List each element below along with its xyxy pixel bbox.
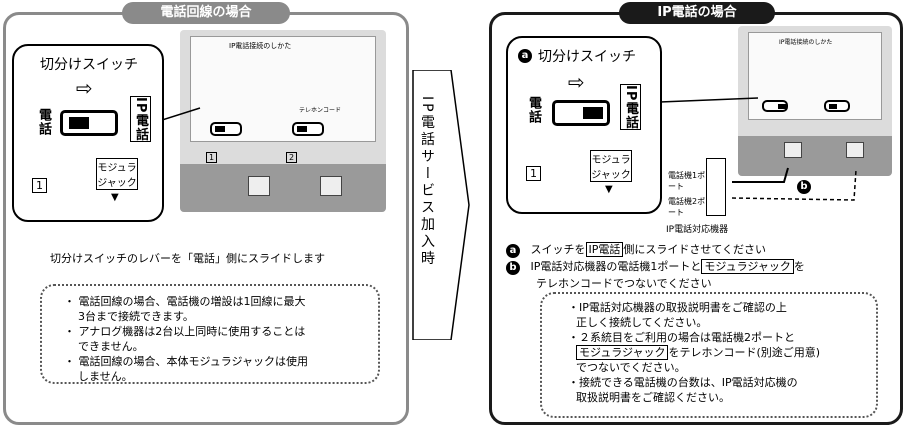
number-box: 1 (526, 166, 541, 181)
device-switch-1 (762, 100, 788, 112)
right-device-illustration: IP電話接続のしかた (738, 26, 892, 176)
ip-device-caption: IP電話対応機器 (666, 225, 729, 235)
right-arrow-icon: ⇨ (76, 76, 93, 100)
down-arrow-icon: ▼ (605, 184, 613, 195)
marker-b: b (506, 261, 520, 275)
right-panel-title: IP電話の場合 (619, 2, 775, 24)
right-arrow-icon: ⇨ (568, 70, 585, 94)
device-base (738, 136, 892, 176)
switch-lever (60, 110, 118, 136)
marker-b: b (797, 180, 811, 194)
port2-label: 電話機2ポート (668, 197, 706, 217)
device-jack-2 (846, 142, 864, 158)
left-note-line: ・ 電話回線の場合、本体モジュラジャックは使用 (64, 355, 308, 368)
right-note-suffix: をテレホンコード(別途ご用意) (668, 346, 821, 359)
label-phone: 電話 (36, 108, 51, 136)
device-switch-2 (824, 100, 850, 112)
device-panel-header: IP電話接続のしかた (779, 39, 833, 46)
right-note-line: ・２系統目をご利用の場合は電話機2ポートと (568, 331, 795, 344)
label-ip-phone: IP電話 (620, 84, 641, 131)
step-b-line1: b IP電話対応機器の電話機1ポートとモジュラジャックを (506, 258, 805, 275)
callout-pointer (162, 107, 201, 121)
modular-jack-label: モジュラジャック (590, 150, 632, 182)
right-note-line: 正しく接続してください。 (576, 316, 708, 329)
step-a-prefix: スイッチを (530, 243, 586, 256)
device-number-1: 1 (206, 152, 218, 163)
device-jack-1 (784, 142, 802, 158)
device-switch-1 (210, 122, 242, 136)
down-arrow-icon: ▼ (111, 192, 119, 203)
device-base (180, 164, 386, 212)
switch-lever (552, 100, 610, 126)
left-switch-callout: 切分けスイッチ ⇨ 電話 IP電話 モジュラジャック ▼ 1 (12, 44, 164, 222)
label-ip-phone: IP電話 (130, 96, 151, 143)
left-note-line: ・ 電話回線の場合、電話機の増設は1回線に最大 (64, 295, 306, 308)
transition-arrow-text: IP電話サービス加入時 (419, 96, 435, 268)
left-note-line: 3台まで接続できます。 (78, 310, 194, 323)
left-note-line: ・ アナログ機器は2台以上同時に使用することは (64, 325, 306, 338)
step-b-line2: テレホンコードでつないでください (536, 277, 712, 290)
right-note-line: 取扱説明書をご確認ください。 (576, 391, 730, 404)
left-panel-title: 電話回線の場合 (122, 2, 290, 24)
right-switch-callout: a 切分けスイッチ ⇨ 電話 IP電話 モジュラジャック ▼ 1 (506, 36, 662, 214)
right-notes: ・IP電話対応機器の取扱説明書をご確認の上 正しく接続してください。 ・２系統目… (540, 292, 878, 418)
right-note-line: でつないでください。 (576, 361, 686, 374)
step-a-boxed: IP電話 (585, 242, 624, 257)
left-note-line: しません。 (78, 370, 133, 383)
right-note-line: ・接続できる電話機の台数は、IP電話対応機の (568, 376, 798, 389)
ip-device-icon (706, 158, 726, 216)
right-note-line: ・IP電話対応機器の取扱説明書をご確認の上 (568, 301, 787, 314)
step-b-prefix: IP電話対応機器の電話機1ポートと (530, 260, 702, 273)
telephone-cord (731, 167, 857, 201)
switch-callout-title: 切分けスイッチ (538, 49, 636, 65)
device-jack-2 (320, 176, 342, 196)
device-switch-2 (292, 122, 324, 136)
device-panel-header: IP電話接続のしかた (229, 42, 292, 50)
switch-callout-title: 切分けスイッチ (40, 57, 138, 73)
left-instruction: 切分けスイッチのレバーを「電話」側にスライドします (50, 252, 325, 265)
port1-label: 電話機1ポート (668, 171, 706, 191)
transition-arrow (412, 70, 470, 340)
step-b-boxed: モジュラジャック (701, 259, 794, 274)
number-box: 1 (32, 178, 47, 193)
left-note-line: できません。 (78, 340, 144, 353)
device-number-2: 2 (286, 152, 298, 163)
callout-pointer (660, 97, 759, 103)
marker-a: a (518, 49, 532, 63)
label-phone: 電話 (526, 96, 541, 124)
left-device-illustration: IP電話接続のしかた テレホンコード 1 2 (180, 30, 386, 212)
right-note-line: モジュラジャックをテレホンコード(別途ご用意) (568, 345, 876, 360)
step-b-suffix: を (793, 260, 805, 273)
device-jack-1 (248, 176, 270, 196)
modular-jack-label: モジュラジャック (96, 158, 138, 190)
marker-a: a (506, 244, 520, 258)
left-notes: ・ 電話回線の場合、電話機の増設は1回線に最大 3台まで接続できます。 ・ アナ… (40, 284, 380, 384)
device-panel-cord: テレホンコード (299, 107, 342, 114)
right-note-boxed: モジュラジャック (576, 345, 669, 360)
step-a-suffix: 側にスライドさせてください (623, 243, 767, 256)
